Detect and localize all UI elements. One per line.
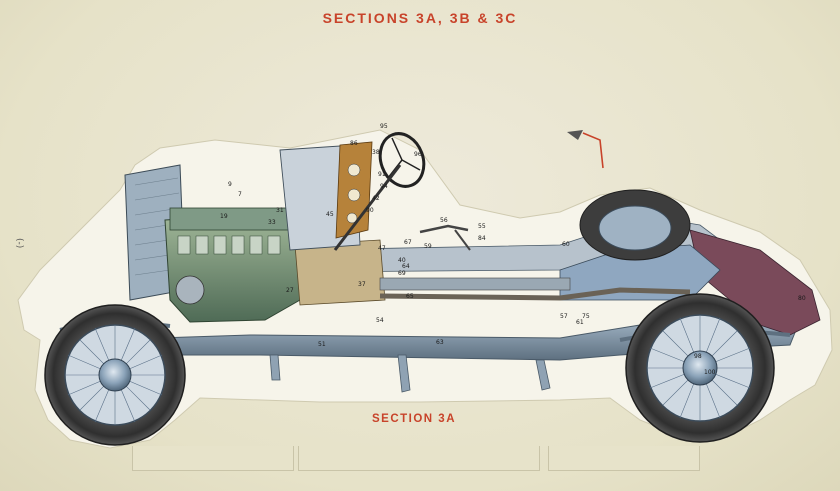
callout-label: 98 [694,353,702,360]
callout-label: 64 [402,263,410,270]
callout-label: 90 [366,207,374,214]
callout-label: 94 [380,183,388,190]
propeller-shaft [379,277,571,291]
callout-label: 57 [560,313,568,320]
callout-label: 61 [576,319,584,326]
steering-column [333,164,402,251]
callout-label: 56 [440,217,448,224]
callout-label: 60 [562,241,570,248]
section-label: SECTION 3A [372,413,457,425]
fold-tab-left [132,446,294,471]
callout-label: 37 [358,281,366,288]
callout-label: 40 [398,257,406,264]
steering-wheel [378,132,426,188]
rear-lamp-bracket [567,130,604,169]
gearbox [294,239,386,306]
callout-label: 96 [414,151,422,158]
callout-label: 59 [424,243,432,250]
callout-label: 19 [220,213,228,220]
callout-label: 51 [318,341,326,348]
side-mark: (-) [14,238,24,249]
callout-label: 69 [398,270,406,277]
fold-tab-middle [298,446,540,471]
callout-label: 7 [238,191,242,198]
callout-label: 27 [286,287,294,294]
callout-label: 75 [582,313,590,320]
callout-label: 80 [798,295,806,302]
gear-lever [419,224,469,234]
callout-label: 54 [376,317,384,324]
spare-wheel [579,189,691,261]
callout-label: 86 [350,140,358,147]
callout-label: 100 [704,369,716,376]
callout-label: 91 [378,171,386,178]
callout-label: 42 [372,195,380,202]
handbrake [454,229,471,251]
callout-label: 63 [436,339,444,346]
exhaust-pipe [379,287,691,301]
page-title: SECTIONS 3A, 3B & 3C [322,10,518,26]
callout-label: 31 [276,207,284,214]
callout-label: 45 [326,211,334,218]
rear-wheel [625,293,775,443]
callout-numbers: 7 9 19 27 31 33 37 38 40 42 45 47 51 54 … [220,123,806,376]
callout-label: 9 [228,181,232,188]
front-wheel [44,304,186,446]
callout-label: 38 [372,149,380,156]
fold-tab-right [548,446,700,471]
callout-label: 33 [268,219,276,226]
callout-label: 67 [404,239,412,246]
crank-pulley [175,275,205,305]
callout-label: 95 [380,123,388,130]
callout-label: 84 [478,235,486,242]
callout-label: 65 [406,293,414,300]
callout-label: 55 [478,223,486,230]
callout-label: 47 [378,245,386,252]
